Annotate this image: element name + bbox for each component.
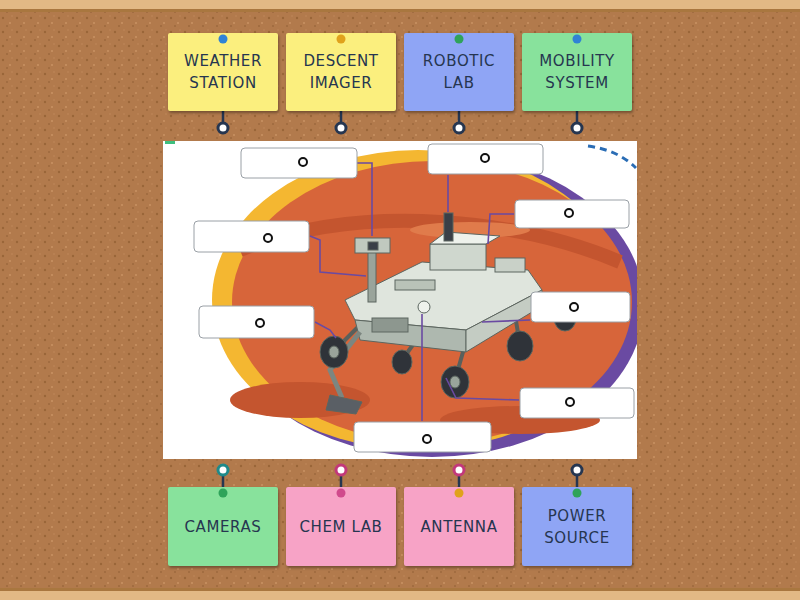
sticky-note: MOBILITY SYSTEM: [522, 33, 632, 111]
sticky-note: DESCENT IMAGER: [286, 33, 396, 111]
sticky-note: WEATHER STATION: [168, 33, 278, 111]
sticky-note: ANTENNA: [404, 487, 514, 566]
part-name: CHEM LAB: [300, 517, 383, 539]
part-name: ROBOTIC LAB: [410, 51, 508, 95]
sticky-note: CHEM LAB: [286, 487, 396, 566]
sticky-note: ROBOTIC LAB: [404, 33, 514, 111]
part-name: CAMERAS: [185, 517, 262, 539]
part-name: WEATHER STATION: [174, 51, 272, 95]
sticky-note: CAMERAS: [168, 487, 278, 566]
sticky-note: POWER SOURCE: [522, 487, 632, 566]
part-name: DESCENT IMAGER: [292, 51, 390, 95]
part-name: POWER SOURCE: [528, 506, 626, 550]
part-name: ANTENNA: [420, 517, 497, 539]
part-name: MOBILITY SYSTEM: [528, 51, 626, 95]
